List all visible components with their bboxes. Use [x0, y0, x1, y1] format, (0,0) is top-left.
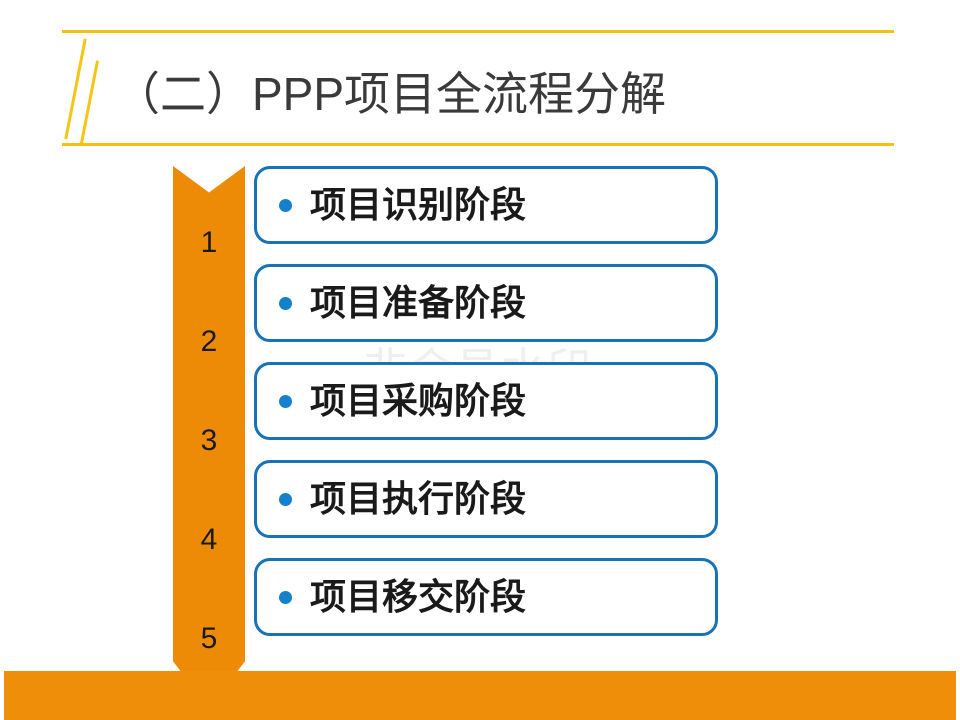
step-label-4: 项目执行阶段 [310, 478, 527, 519]
bullet-icon [279, 590, 292, 604]
step-label-2: 项目准备阶段 [310, 282, 527, 323]
title-rule-top [62, 30, 894, 33]
title-slash-decoration-inner [80, 60, 99, 144]
step-box-5[interactable]: 项目移交阶段 [254, 558, 718, 636]
bullet-icon [279, 296, 292, 310]
step-label-1: 项目识别阶段 [310, 184, 527, 225]
step-box-2[interactable]: 项目准备阶段 [254, 264, 718, 342]
bullet-icon [279, 492, 292, 506]
step-box-3[interactable]: 项目采购阶段 [254, 362, 718, 440]
page-title: （二）PPP项目全流程分解 [114, 67, 667, 120]
footer-bar [4, 671, 956, 720]
step-number-5: 5 [200, 622, 218, 655]
step-box-4[interactable]: 项目执行阶段 [254, 460, 718, 538]
title-rule-bottom [62, 143, 894, 146]
step-number-1: 1 [200, 226, 218, 259]
step-label-5: 项目移交阶段 [310, 576, 527, 617]
step-chevron-column: 1 2 3 4 5 [173, 166, 245, 708]
bullet-icon [279, 394, 292, 408]
bullet-icon [279, 198, 292, 212]
step-number-2: 2 [200, 325, 218, 358]
step-box-1[interactable]: 项目识别阶段 [254, 166, 718, 244]
step-label-3: 项目采购阶段 [310, 380, 527, 421]
step-number-3: 3 [200, 424, 218, 457]
step-number-4: 4 [200, 523, 218, 556]
